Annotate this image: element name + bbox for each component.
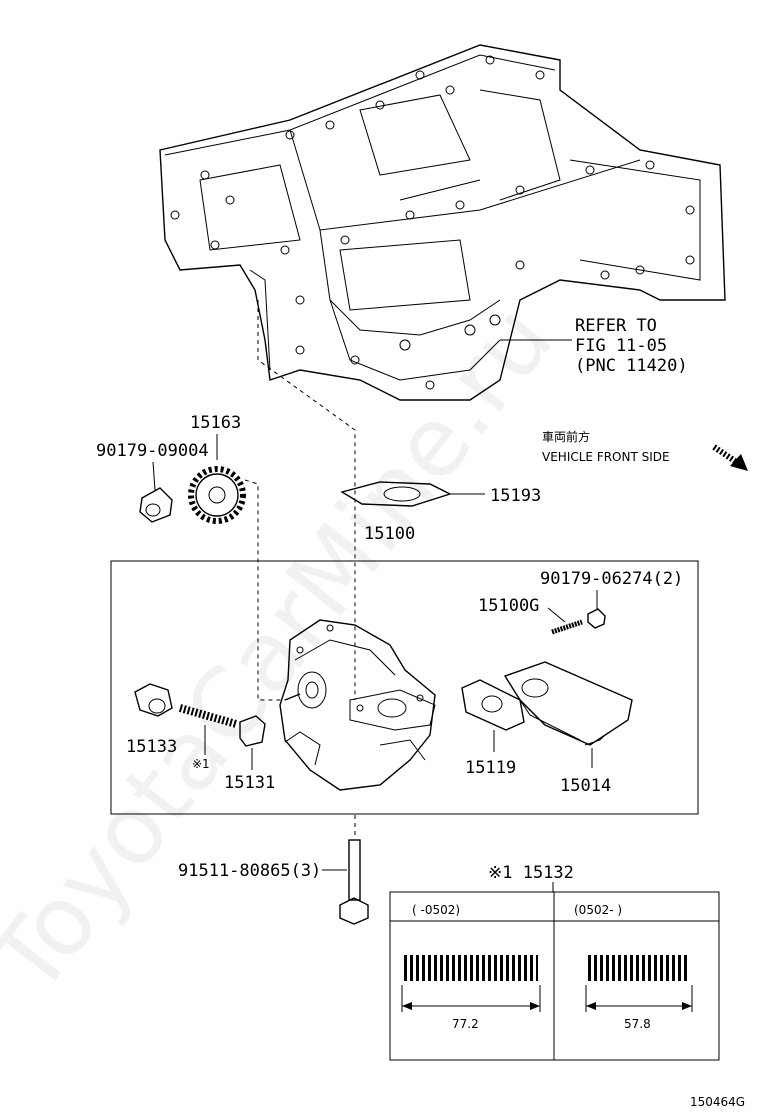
label-15131: 15131 (224, 773, 275, 793)
spring-col2-header: (0502- ) (574, 903, 622, 917)
leader-90179-09004 (152, 461, 156, 491)
assembly-box (110, 560, 699, 815)
relief-valve-illustration (239, 715, 266, 747)
spring-long-illustration (401, 955, 541, 1012)
oil-pan-illustration (159, 44, 726, 401)
front-direction-arrow-icon (712, 444, 748, 471)
oil-strainer-illustration (503, 661, 633, 746)
oil-pump-illustration (279, 619, 436, 791)
sprocket-illustration (188, 466, 246, 524)
spring-short-illustration (585, 955, 693, 1012)
label-15100: 15100 (364, 524, 415, 544)
leader-15100G (547, 607, 566, 623)
label-15193: 15193 (490, 486, 541, 506)
detail-title: ※1 15132 (488, 863, 574, 883)
guide-line-gear (244, 479, 285, 701)
relief-spring-illustration (178, 704, 238, 728)
spring-length-1: 77.2 (452, 1017, 479, 1031)
label-note-1: ※1 (192, 757, 210, 771)
label-15100G: 15100G (478, 596, 539, 616)
nut-illustration (139, 487, 173, 523)
refer-line-1: REFER TO (575, 316, 657, 336)
label-90179-09004: 90179-09004 (96, 441, 209, 461)
label-15133: 15133 (126, 737, 177, 757)
figure-code: 150464G (690, 1095, 745, 1109)
stud-bolt-illustration (551, 619, 583, 635)
label-90179-06274: 90179-06274(2) (540, 569, 683, 589)
vehicle-front-en: VEHICLE FRONT SIDE (542, 450, 670, 464)
label-15014: 15014 (560, 776, 611, 796)
guide-line-pan (257, 300, 356, 700)
small-nut-illustration (587, 608, 606, 629)
watermark-text: ToyotaCarMine.ru (0, 284, 574, 1015)
bolt-illustration (339, 839, 369, 925)
vehicle-front-jp: 車両前方 (542, 429, 590, 444)
refer-line-3: (PNC 11420) (575, 356, 688, 376)
label-15119: 15119 (465, 758, 516, 778)
label-91511-80865: 91511-80865(3) (178, 861, 321, 881)
label-15163: 15163 (190, 413, 241, 433)
spring-col1-header: ( -0502) (412, 903, 460, 917)
strainer-gasket-illustration (461, 679, 525, 731)
plug-illustration (134, 683, 173, 717)
spring-length-2: 57.8 (624, 1017, 651, 1031)
refer-line-2: FIG 11-05 (575, 336, 667, 356)
